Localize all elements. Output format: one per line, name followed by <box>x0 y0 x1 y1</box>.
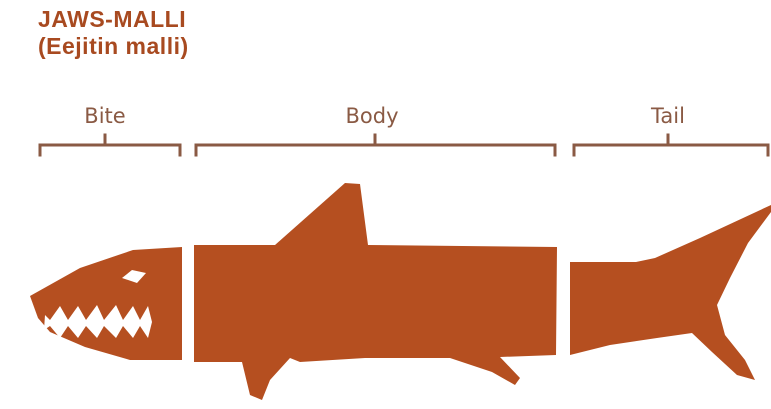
shark-head <box>30 247 182 360</box>
shark-tail <box>570 205 771 380</box>
bracket-body <box>196 135 555 155</box>
bracket-tail <box>574 135 768 155</box>
bracket-bite <box>40 135 180 155</box>
shark-body <box>194 183 557 400</box>
